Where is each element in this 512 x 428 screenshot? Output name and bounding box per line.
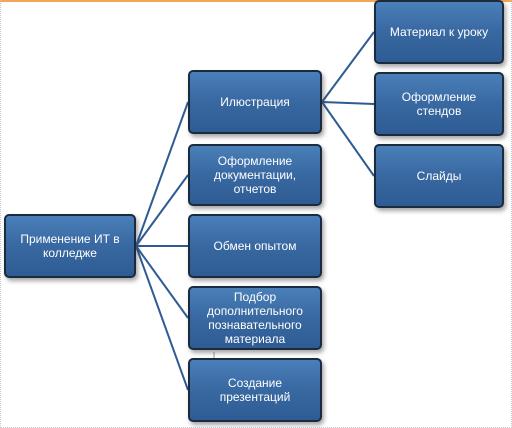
connector-illustration-stands: [321, 101, 375, 105]
connector-root-selection: [135, 245, 189, 319]
node-presentations: Создание презентаций: [188, 358, 322, 422]
node-experience-exchange: Обмен опытом: [188, 214, 322, 278]
node-material-selection: Подбор дополнительного познавательного м…: [188, 286, 322, 350]
connector-root-presentations: [135, 245, 189, 391]
connector-illustration-material: [321, 31, 375, 103]
connector-root-documentation: [135, 174, 189, 247]
connector-root-illustration: [135, 101, 189, 247]
node-stand-design: Оформление стендов: [374, 72, 504, 136]
node-root: Применение ИТ в колледже: [4, 214, 136, 278]
node-slides: Слайды: [374, 144, 504, 208]
connector-illustration-slides: [321, 101, 375, 177]
node-lesson-material: Материал к уроку: [374, 0, 504, 64]
node-illustration: Илюстрация: [188, 70, 322, 134]
node-documentation: Оформление документации, отчетов: [188, 144, 322, 206]
